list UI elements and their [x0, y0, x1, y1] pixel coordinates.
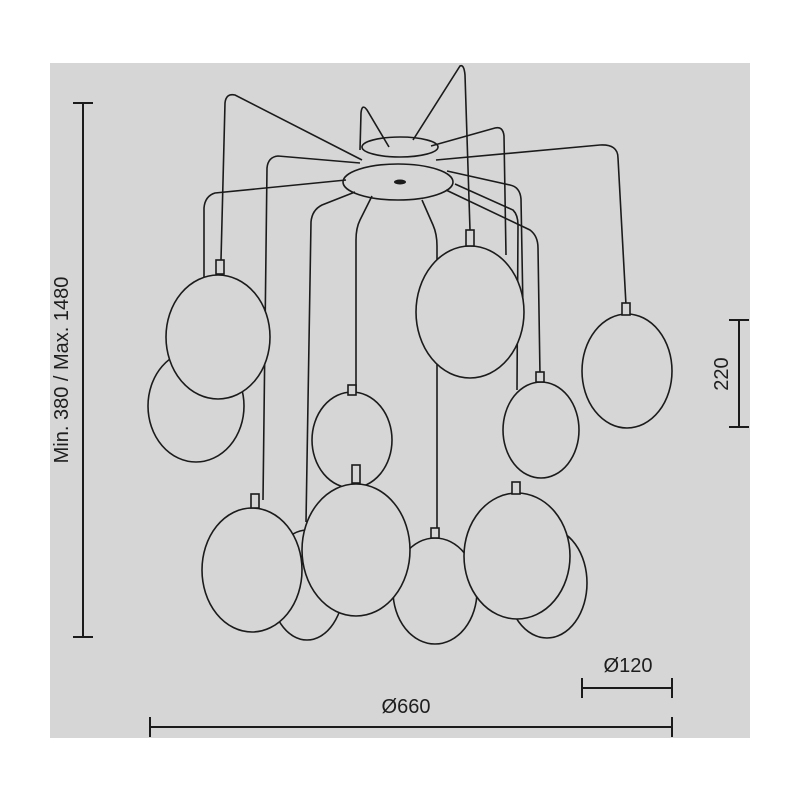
- glass-shade: [165, 274, 271, 400]
- shade-diameter-label: Ø120: [604, 655, 653, 677]
- glass-shade: [502, 381, 580, 479]
- glass-shade: [301, 483, 411, 617]
- lamp-sockets: [215, 229, 631, 539]
- height-dimension-label: Min. 380 / Max. 1480: [51, 277, 73, 464]
- shade-height-label: 220: [711, 357, 733, 390]
- glass-shade: [201, 507, 303, 633]
- overall-diameter-label: Ø660: [382, 696, 431, 718]
- glass-shades-front: [165, 245, 673, 645]
- height-dimension: Min. 380 / Max. 1480: [51, 102, 93, 638]
- glass-shade: [463, 492, 571, 620]
- shade-height-dimension: 220: [711, 319, 749, 428]
- glass-shade: [415, 245, 525, 379]
- overall-diameter-dimension: Ø660: [149, 696, 673, 737]
- glass-shade: [581, 313, 673, 429]
- ceiling-canopy: [342, 136, 454, 201]
- chandelier-arms: [203, 64, 627, 535]
- shade-diameter-dimension: Ø120: [581, 655, 673, 698]
